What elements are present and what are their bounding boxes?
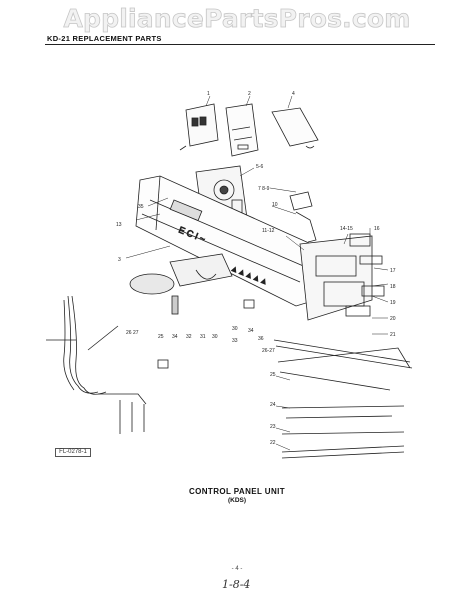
callout: 4 — [292, 91, 295, 97]
callout: 16 — [374, 226, 380, 232]
page-number: - 4 - — [231, 566, 243, 572]
leader-lines — [125, 95, 389, 451]
part-terminal — [157, 359, 169, 369]
part-control-panel: E C I ~ ▲▲▲▲▲ — [135, 175, 321, 307]
callout: 35 — [138, 204, 144, 210]
callout: 34 — [248, 328, 254, 334]
part-right-housing — [299, 233, 385, 321]
callout: 13 — [116, 222, 122, 228]
callout: 26 27 — [126, 330, 139, 336]
part-small-clip — [243, 299, 255, 309]
part-cover-plate — [271, 107, 319, 149]
callout: 25 — [158, 334, 164, 340]
callout: 26-27 — [262, 348, 275, 354]
part-dispenser-cap — [129, 273, 175, 295]
callout: 23 — [270, 424, 276, 430]
callout: 5-6 — [256, 164, 263, 170]
caption-title: CONTROL PANEL UNIT — [188, 487, 286, 496]
callout: 30 — [212, 334, 218, 340]
part-wiring-harness — [46, 295, 147, 434]
callout: 18 — [390, 284, 396, 290]
callout: 17 — [390, 268, 396, 274]
callout: 3 — [118, 257, 121, 263]
part-bracket — [289, 191, 317, 243]
callout: 24 — [270, 402, 276, 408]
callout: 20 — [390, 316, 396, 322]
part-rods — [273, 339, 413, 459]
callout: 34 — [172, 334, 178, 340]
callout: 33 — [232, 338, 238, 344]
callout: 31 — [200, 334, 206, 340]
callout: 1 — [207, 91, 210, 97]
part-circuit-board — [225, 103, 259, 157]
callout: 14-15 — [340, 226, 353, 232]
callout: 30 — [232, 326, 238, 332]
part-handle — [169, 253, 233, 315]
callout: 36 — [258, 336, 264, 342]
watermark: AppliancePartsPros.com — [63, 4, 411, 34]
callout: 19 — [390, 300, 396, 306]
callout: 2 — [248, 91, 251, 97]
part-switch-block — [179, 103, 219, 151]
reference-code: FL-0278-1 — [55, 448, 91, 457]
caption-subtitle: (KDS) — [227, 497, 247, 504]
callout: 25 — [270, 372, 276, 378]
callout: 22 — [270, 440, 276, 446]
callout: 11-12 — [262, 228, 275, 234]
handwritten-note: 1-8-4 — [222, 578, 251, 591]
callout-labels: 1 2 4 5-6 7 8-9 10 35 13 3 11-12 14-15 1… — [116, 91, 396, 446]
callout: 21 — [390, 332, 396, 338]
callout: 7 8-9 — [258, 186, 270, 192]
header-rule — [45, 44, 435, 45]
callout: 32 — [186, 334, 192, 340]
page-header: KD-21 REPLACEMENT PARTS — [47, 34, 162, 43]
callout: 10 — [272, 202, 278, 208]
